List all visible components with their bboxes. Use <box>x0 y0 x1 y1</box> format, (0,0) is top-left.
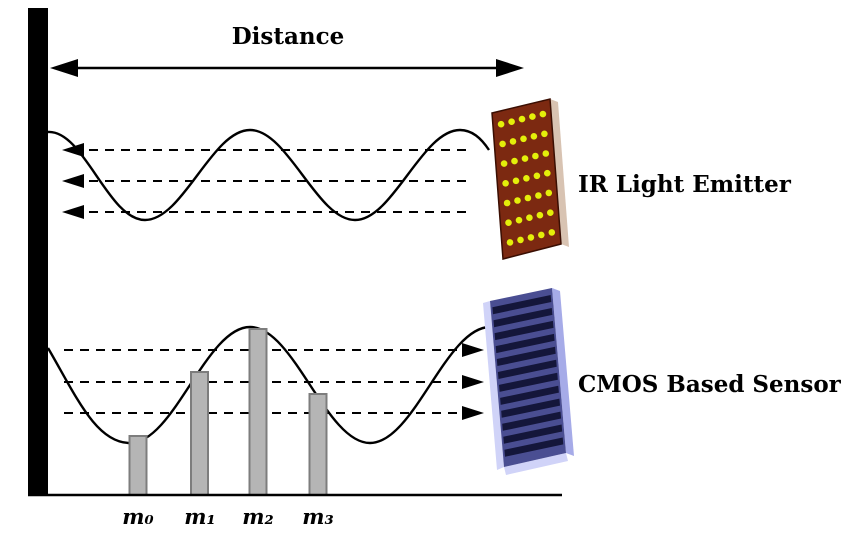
emitter-led-dot-icon <box>535 192 542 199</box>
emitter-side-face <box>550 99 569 247</box>
sensor-stripe <box>500 385 559 405</box>
emitter-led-dot-icon <box>527 234 535 241</box>
sample-bar-m0 <box>128 435 148 496</box>
distance-arrowhead-right-icon <box>496 59 524 77</box>
emitter-led-dot-icon <box>545 189 553 197</box>
sample-label-m1: m₁ <box>184 504 215 529</box>
emitter-led-dot-icon <box>508 118 515 125</box>
emitter-led-dot-icon <box>524 194 532 202</box>
emitted-arrowhead-icon <box>62 143 84 157</box>
sensor-stripe <box>501 398 560 418</box>
sample-bar-m2 <box>248 328 268 496</box>
sample-bar-m3 <box>308 393 328 496</box>
emitter-led-dot-icon <box>532 152 539 160</box>
sensor-stripes <box>492 295 564 457</box>
emitter-led-dot-icon <box>509 138 517 145</box>
emitter-led-dot-icon <box>538 231 545 239</box>
sensor-stripe <box>504 437 564 457</box>
reflected-arrowhead-icon <box>462 343 484 357</box>
emitter-led-dot-icon <box>500 160 508 167</box>
sample-label-m0: m₀ <box>122 504 153 529</box>
sensor-stripe <box>493 308 553 328</box>
sensor-stripe <box>499 372 558 392</box>
emitter-led-dot-icon <box>515 216 523 224</box>
emitter-led-dot-icon <box>536 211 544 219</box>
emitter-led-dot-icon <box>511 157 518 165</box>
sample-bar-m1 <box>190 371 209 496</box>
emitter-led-dot-icon <box>547 209 554 216</box>
sensor-left-edge <box>483 301 504 470</box>
emitted-arrowhead-icon <box>62 174 84 188</box>
emitter-led-dot-icon <box>529 113 536 120</box>
sample-bars <box>128 328 328 496</box>
sensor-stripe <box>503 424 563 444</box>
sensor-stripe <box>494 320 554 341</box>
sample-label-m3: m₃ <box>302 504 333 529</box>
distance-arrowhead-left-icon <box>50 59 78 77</box>
reflected-wave <box>46 325 491 445</box>
emitter-led-dot-icon <box>544 169 551 177</box>
distance-arrow <box>50 59 524 77</box>
emitter-led-dot-icon <box>518 115 526 123</box>
emitter-led-dot-icon <box>497 120 505 128</box>
reflected-arrowhead-icon <box>462 406 484 420</box>
emitter-led-dot-icon <box>514 197 521 204</box>
sensor-stripe <box>492 295 552 315</box>
emitter-led-dot-icon <box>548 229 556 236</box>
emitter-led-dot-icon <box>539 110 547 118</box>
emitter-led-dot-icon <box>523 175 530 182</box>
sensor-stripe <box>495 333 555 354</box>
emitted-light-arrows <box>62 143 466 219</box>
sensor-stripe <box>502 411 562 431</box>
cmos-sensor-panel <box>483 288 574 475</box>
emitter-led-dot-icon <box>502 180 509 187</box>
emitter-led-dot-icon <box>541 130 548 138</box>
emitter-led-dot-icon <box>505 219 512 226</box>
emitter-label: IR Light Emitter <box>578 171 792 198</box>
emitter-led-dot-icon <box>503 199 511 207</box>
emitter-led-dot-icon <box>506 239 514 246</box>
sensor-stripe <box>496 346 556 366</box>
sample-label-m2: m₂ <box>242 504 273 529</box>
emitter-led-dot-icon <box>542 150 550 157</box>
emitter-led-dot-icon <box>530 133 538 140</box>
emitter-led-dot-icon <box>520 135 527 143</box>
emitter-led-dot-icon <box>499 140 506 148</box>
emitted-wave <box>47 128 490 222</box>
reflected-light-arrows <box>64 343 484 420</box>
emitter-led-dot-icon <box>526 214 533 221</box>
sensor-stripe <box>497 359 557 379</box>
emitter-led-dot-icon <box>512 177 520 185</box>
sensor-bottom-edge <box>504 453 568 475</box>
sensor-label: CMOS Based Sensor <box>578 371 842 398</box>
emitted-arrowhead-icon <box>62 205 84 219</box>
emitter-led-dots <box>497 110 556 246</box>
distance-label: Distance <box>232 23 345 50</box>
emitter-led-dot-icon <box>533 172 541 180</box>
ir-emitter-panel <box>491 98 569 260</box>
emitter-led-dot-icon <box>521 155 529 162</box>
wall-bar <box>28 8 48 495</box>
sensor-side-face <box>552 288 574 456</box>
emitter-led-dot-icon <box>517 236 524 244</box>
reflected-arrowhead-icon <box>462 375 484 389</box>
